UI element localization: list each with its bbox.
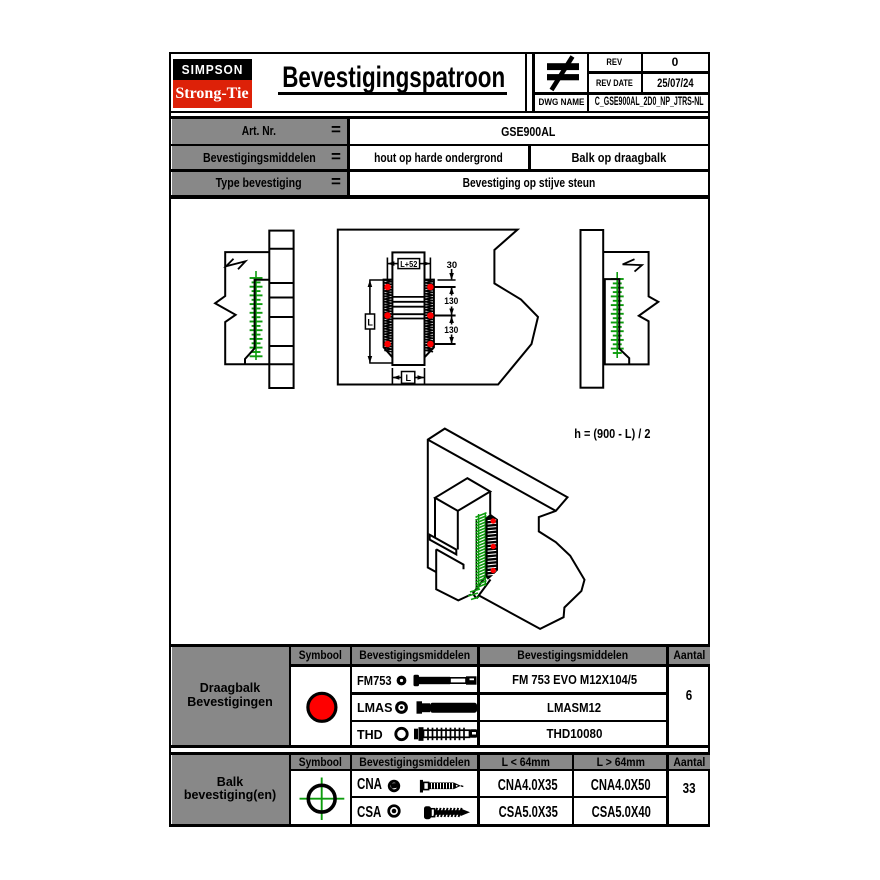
svg-text:130: 130 xyxy=(444,296,458,306)
svg-text:30: 30 xyxy=(447,260,458,270)
svg-text:130: 130 xyxy=(444,325,458,335)
svg-text:L+52: L+52 xyxy=(400,259,417,269)
svg-text:L: L xyxy=(405,373,411,384)
svg-text:L: L xyxy=(367,317,373,328)
